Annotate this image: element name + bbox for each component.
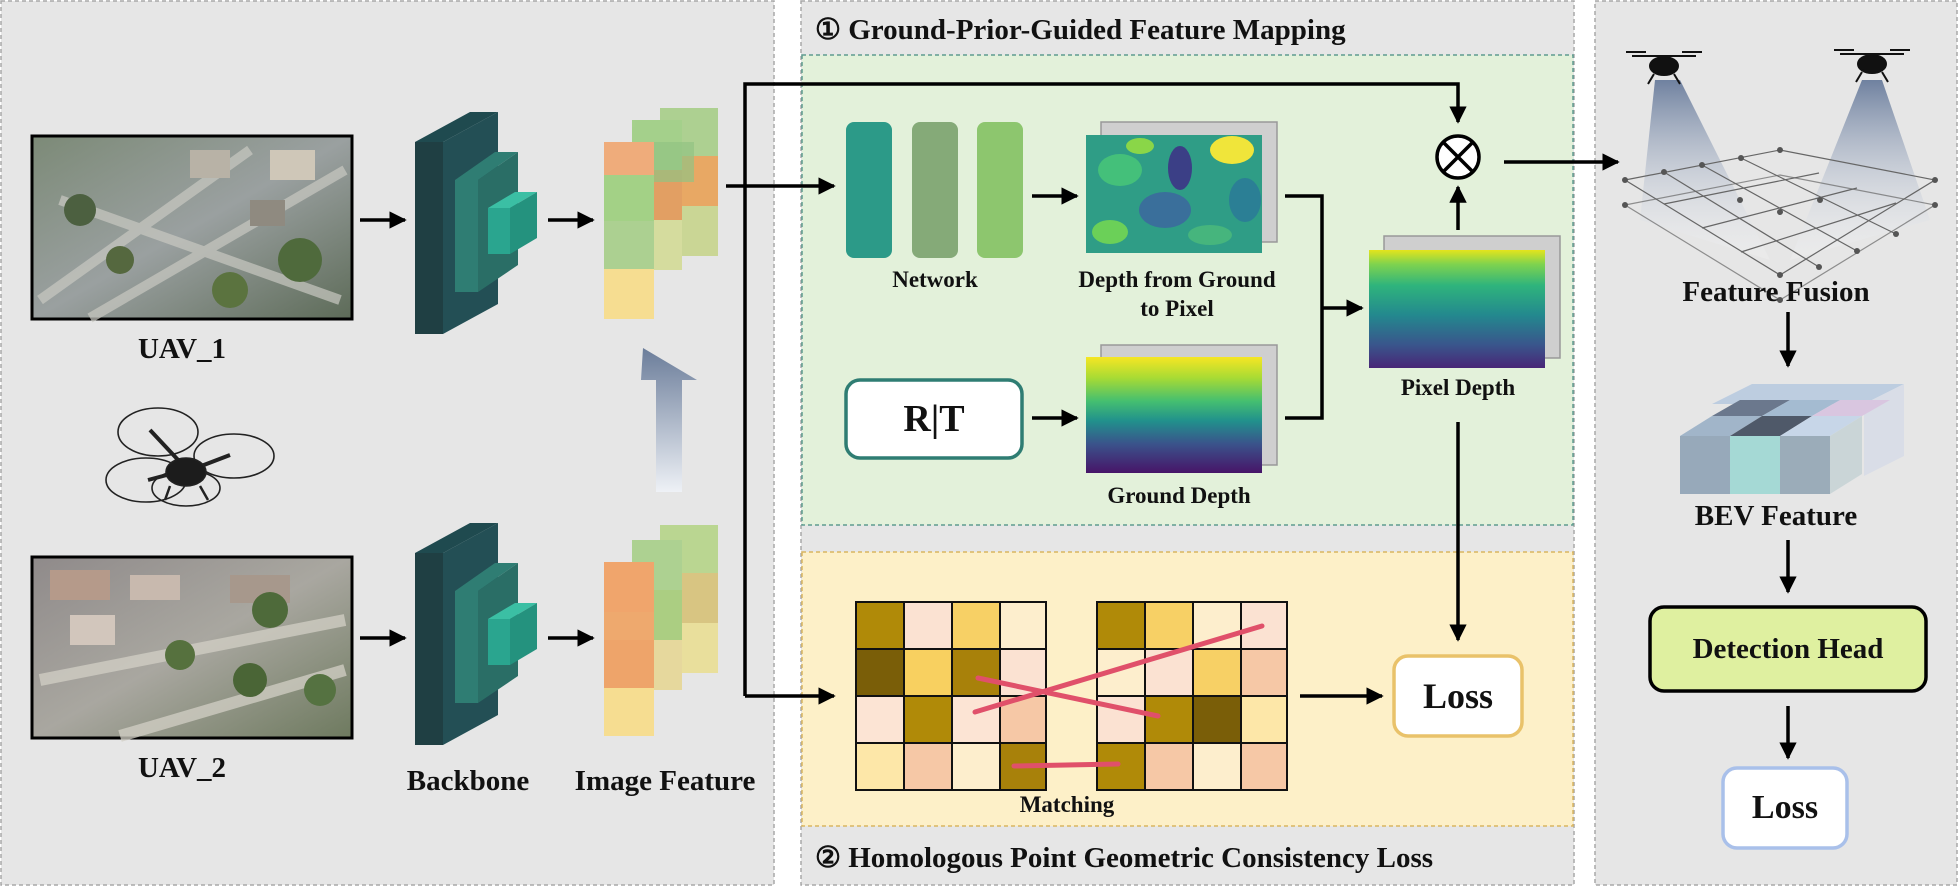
backbone-1 xyxy=(415,112,537,334)
bev-feature-label: BEV Feature xyxy=(1694,500,1858,532)
final-loss-box xyxy=(1721,766,1849,850)
matching-label: Matching xyxy=(1019,792,1115,817)
matching-grid-left xyxy=(855,601,1047,791)
arrow-top-skip xyxy=(743,82,1467,696)
multiply-node xyxy=(1435,134,1481,180)
drone-left-icon xyxy=(1626,51,1702,85)
network-label: Network xyxy=(892,267,978,292)
uav2-label: UAV_2 xyxy=(137,752,227,784)
image-feature-2 xyxy=(604,525,718,736)
pixel-depth-map xyxy=(1369,235,1561,368)
mapping-title: ① Ground-Prior-Guided Feature Mapping xyxy=(815,14,1346,46)
image-feature-label: Image Feature xyxy=(574,765,756,797)
feature-fusion-label: Feature Fusion xyxy=(1682,276,1870,308)
drone-icon xyxy=(105,407,275,507)
matching-lines xyxy=(972,623,1265,769)
pixel-depth-label: Pixel Depth xyxy=(1400,375,1516,400)
consistency-loss-label: Loss xyxy=(1422,676,1494,716)
drone-right-icon xyxy=(1834,49,1910,83)
depth-ground-pixel-map xyxy=(1086,121,1278,253)
fusion-grid-nodes xyxy=(1622,147,1938,303)
bev-feature-cubes xyxy=(1680,384,1904,494)
fusion-beams xyxy=(1640,80,1930,260)
depth-ground-pixel-label-2: to Pixel xyxy=(1140,296,1214,321)
image-feature-1 xyxy=(604,108,718,319)
depth-ground-pixel-label-1: Depth from Ground xyxy=(1078,267,1276,292)
consistency-loss-box xyxy=(1392,654,1524,738)
uav1-image xyxy=(30,134,354,323)
network-blocks xyxy=(846,122,1023,258)
rt-box xyxy=(844,378,1024,460)
uav1-label: UAV_1 xyxy=(137,333,227,365)
ground-depth-map xyxy=(1086,344,1278,473)
consistency-title: ② Homologous Point Geometric Consistency… xyxy=(815,842,1434,874)
matching-grid-right xyxy=(1096,601,1288,791)
final-loss-label: Loss xyxy=(1751,789,1819,826)
backbone-2 xyxy=(415,523,537,745)
uav2-image xyxy=(30,555,354,742)
detection-head-box xyxy=(1648,605,1928,693)
up-arrow xyxy=(641,348,697,492)
backbone-label: Backbone xyxy=(406,765,530,797)
ground-depth-label: Ground Depth xyxy=(1107,483,1251,508)
detection-head-label: Detection Head xyxy=(1692,632,1884,665)
rt-label: R|T xyxy=(903,398,965,440)
